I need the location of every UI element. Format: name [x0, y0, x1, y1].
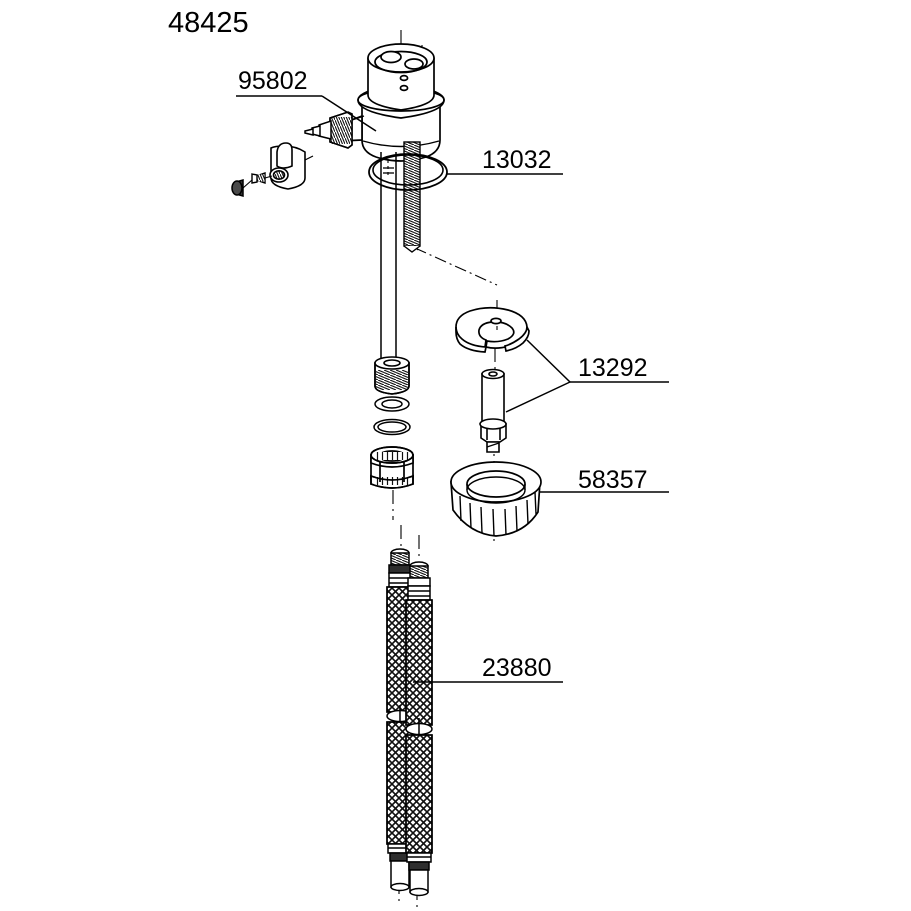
part-58357-cup	[450, 461, 542, 537]
hose-right-braid-lower	[405, 734, 433, 854]
thin-washer	[373, 418, 411, 436]
clip-plate-outline	[455, 306, 528, 349]
cup-rib-8	[534, 491, 537, 515]
cartridge-to-body-line	[351, 115, 365, 121]
hose-right-thread	[409, 565, 429, 579]
hexnut-knurl-bottom	[374, 477, 410, 485]
stud-hexnut-top	[479, 418, 507, 430]
part-23880-hoses	[386, 548, 433, 897]
hexnut-bottom-outline	[370, 474, 414, 489]
thin-washer-bore	[377, 421, 407, 433]
hose-right	[405, 561, 433, 897]
leader-95802-slant	[321, 95, 377, 132]
handle-to-cartridge-line	[304, 155, 314, 161]
cartridge-shoulder	[318, 119, 332, 140]
lower-column-parts	[370, 356, 414, 489]
cup-rib-1	[459, 495, 462, 522]
leader-95802	[236, 95, 377, 132]
cup-rib-2	[469, 502, 472, 529]
valve-cartridge	[304, 111, 365, 149]
hose-right-braid-upper	[405, 599, 433, 726]
cup-bore-upper	[466, 470, 526, 498]
cartridge-tip-hex	[304, 128, 314, 136]
body-hole-upper	[399, 74, 409, 82]
body-top-recess	[374, 50, 428, 74]
label-23880: 23880	[482, 654, 552, 682]
hose-right-end-face	[409, 887, 429, 897]
cup-ribs	[459, 491, 537, 537]
assembly-link-line	[414, 247, 498, 286]
part-13292-group	[455, 306, 530, 453]
label-58357: 58357	[578, 466, 648, 494]
hose-left-thread	[390, 552, 410, 566]
leader-13292-upper	[526, 339, 571, 383]
handle-socket-threads	[272, 170, 286, 181]
hex-mounting-nut	[370, 446, 414, 489]
clip-center-hole	[490, 317, 502, 325]
cartridge-threads	[331, 117, 352, 144]
handle-lever-arm	[276, 142, 293, 169]
page-title: 48425	[168, 7, 249, 39]
washer-bore	[381, 399, 403, 409]
flat-washer	[374, 396, 410, 412]
shank-tip	[403, 245, 421, 253]
oring-outer	[368, 153, 448, 191]
clip-plate-edge-thickness	[455, 326, 488, 353]
stud-tip-detail	[486, 442, 500, 448]
horseshoe-clip-plate	[455, 306, 530, 353]
cup-rib-6	[515, 505, 518, 532]
hose-right-ferrule	[407, 585, 431, 601]
part-95802-group	[231, 111, 365, 197]
hexnut-top-outline	[370, 446, 414, 464]
lever-handle-body	[269, 142, 314, 190]
threaded-shank	[403, 141, 421, 247]
threaded-stud	[479, 368, 507, 453]
label-95802: 95802	[238, 67, 308, 95]
cup-rib-5	[504, 508, 507, 536]
cup-rib-7	[526, 499, 529, 525]
hose-right-collar	[407, 577, 431, 587]
body-bore-right	[404, 58, 424, 70]
body-hole-lower	[399, 84, 409, 92]
stud-shaft	[481, 373, 505, 425]
hose-right-bottom-collar	[408, 861, 430, 871]
valve-shank-column	[380, 141, 421, 368]
label-13032: 13032	[482, 146, 552, 174]
hose-left-end-face	[390, 882, 410, 892]
screw-threads	[256, 174, 265, 182]
body-bore-left	[380, 50, 402, 64]
screw-head	[251, 173, 258, 184]
cup-rib-4	[492, 508, 495, 537]
cap-face	[231, 180, 243, 196]
leader-13292-lower	[505, 381, 571, 413]
cup-bore-wall	[466, 484, 526, 490]
label-13292: 13292	[578, 354, 648, 382]
hose-left-dark-collar	[388, 564, 412, 574]
body-bottom-edge	[362, 140, 440, 148]
cap-plug	[231, 179, 253, 197]
oring-inner	[372, 154, 444, 186]
hexnut-knurl-top	[375, 452, 409, 460]
coupling-bore	[383, 359, 401, 367]
screw-axis-line	[264, 175, 273, 179]
coupling-threads	[376, 370, 408, 390]
stud-top-bore	[488, 371, 498, 377]
coupling-outline	[374, 362, 410, 395]
part-13032-oring	[368, 153, 448, 191]
clip-plate-edge-right	[504, 326, 530, 353]
leader-13292	[505, 339, 669, 413]
cup-rib-3	[480, 506, 483, 534]
threaded-coupling	[374, 356, 410, 395]
cap-axis-line	[242, 179, 253, 189]
